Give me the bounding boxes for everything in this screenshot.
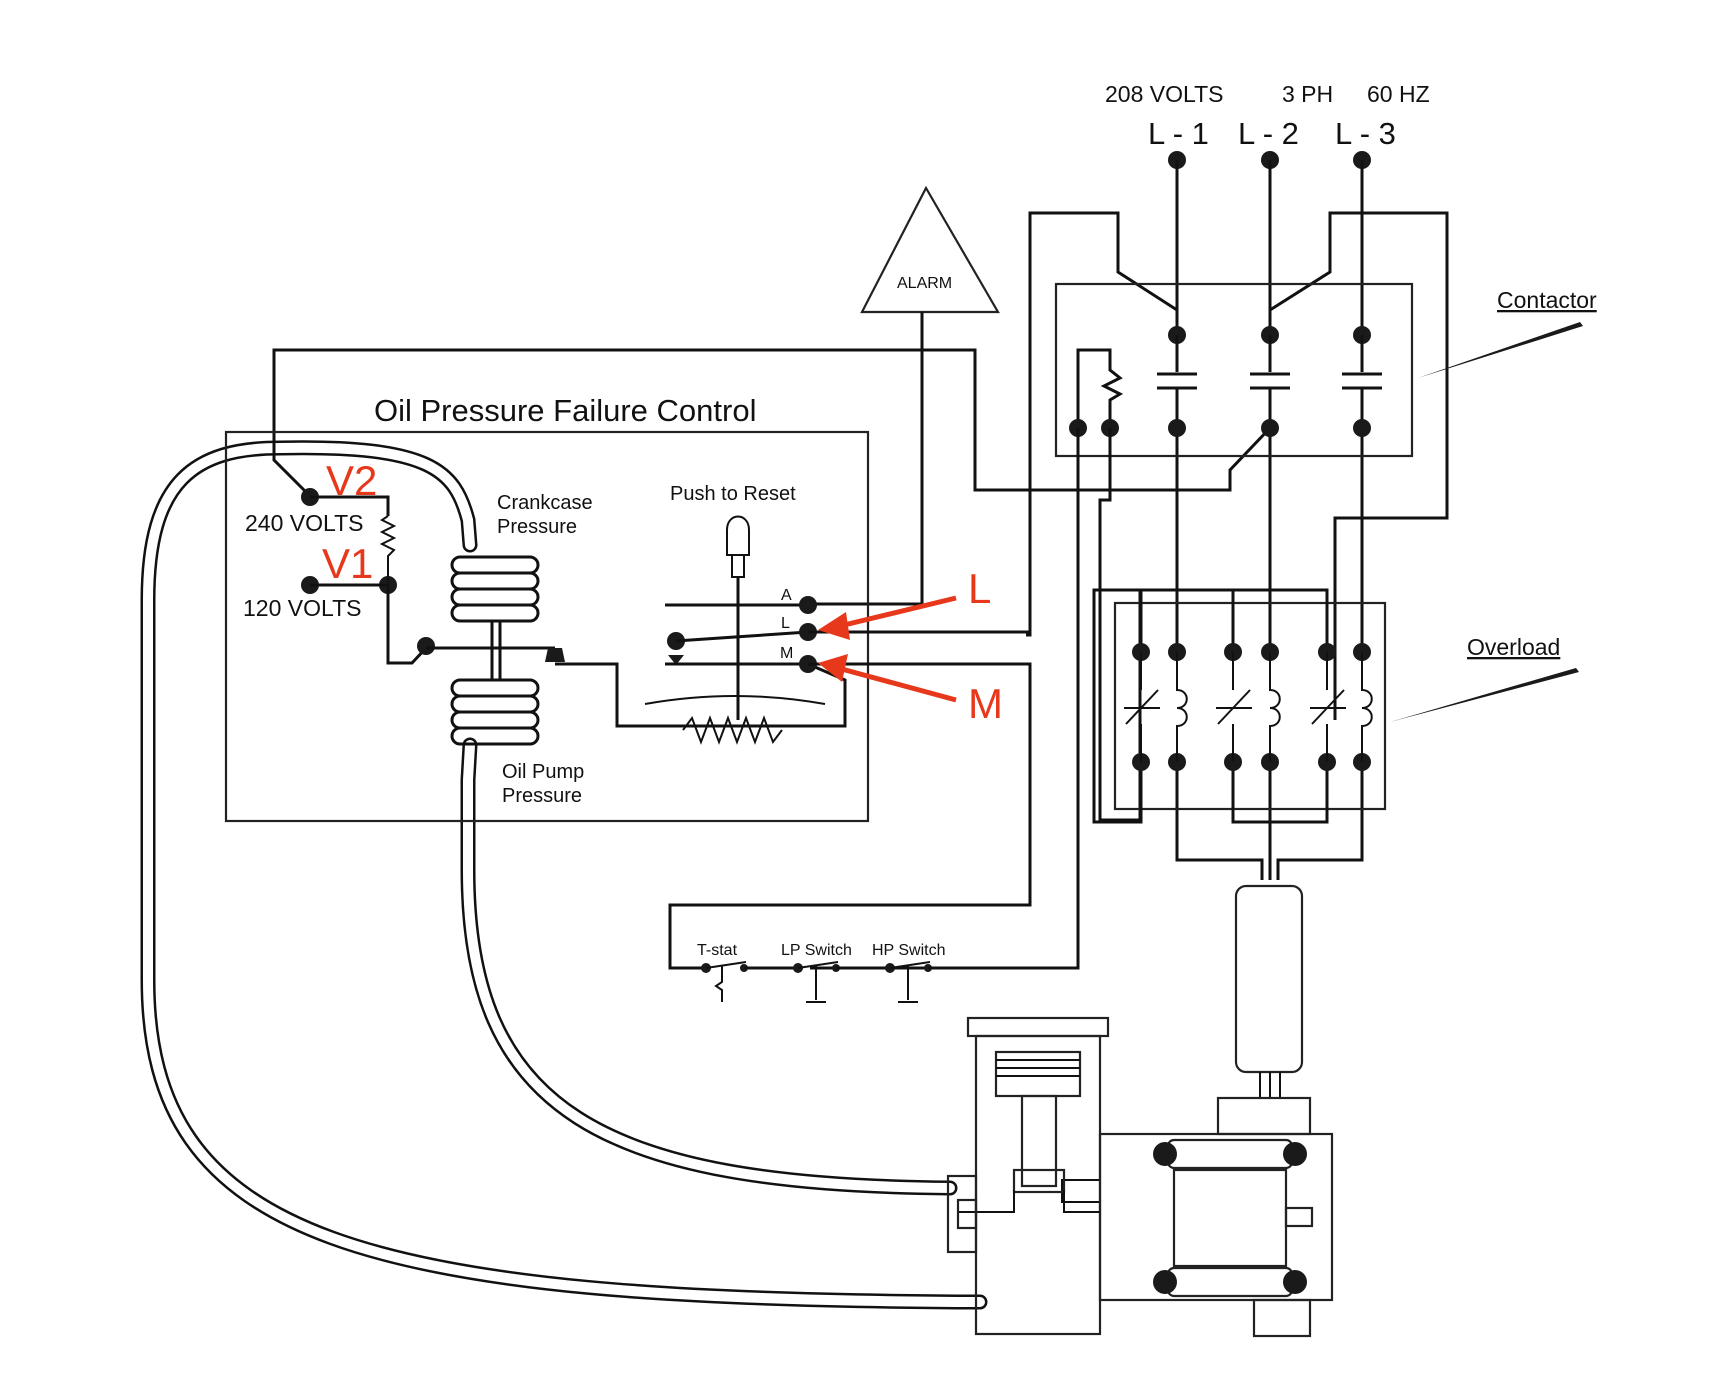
oil-pump-label-1: Oil Pump	[502, 761, 584, 783]
tstat-label: T-stat	[697, 942, 738, 959]
oil-tubes	[140, 440, 988, 1310]
contactor	[810, 282, 1414, 970]
line-label-l2: L - 2	[1238, 116, 1299, 151]
alarm-triangle	[860, 185, 1000, 314]
push-to-reset-label: Push to Reset	[670, 483, 796, 505]
voltage-120-label: 120 VOLTS	[243, 595, 361, 621]
overload-label: Overload	[1467, 634, 1560, 660]
alarm-label: ALARM	[897, 275, 952, 292]
hp-switch-label: HP Switch	[872, 942, 946, 959]
conduit	[1234, 884, 1304, 1074]
control-box	[224, 430, 870, 823]
annotation-v2: V2	[326, 457, 377, 504]
oil-pump-bellows	[450, 678, 540, 746]
arrow-m-line	[837, 665, 957, 703]
voltage-240-label: 240 VOLTS	[245, 510, 363, 536]
terminal-m-label: M	[780, 645, 793, 662]
supply-header: 208 VOLTS 3 PH 60 HZ L - 1 L - 2 L - 3	[1105, 81, 1430, 169]
crankcase-bellows	[450, 555, 540, 680]
crankcase-label-1: Crankcase	[497, 492, 593, 514]
safety-switches: T-stat LP Switch HP Switch	[670, 942, 1078, 1003]
arrow-l-head	[818, 612, 850, 640]
contactor-box	[1054, 282, 1414, 458]
line-label-l3: L - 3	[1335, 116, 1396, 151]
control-title: Oil Pressure Failure Control	[374, 393, 756, 428]
crankcase-label-2: Pressure	[497, 516, 577, 538]
arrow-l-line	[839, 595, 957, 629]
oil-pump-label-2: Pressure	[502, 785, 582, 807]
annotation-m: M	[968, 680, 1003, 727]
cylinder-head	[966, 1016, 1110, 1038]
overload-box	[1113, 601, 1387, 811]
compressor	[946, 884, 1334, 1338]
overload-pointer	[1390, 668, 1579, 722]
arrow-m-head	[818, 654, 848, 682]
supply-voltage: 208 VOLTS	[1105, 81, 1223, 107]
annotations: V2 V1 L M	[322, 457, 1003, 727]
oil-pressure-failure-control: Oil Pressure Failure Control 240 VOLTS 1…	[224, 393, 1032, 970]
contactor-pointer	[1418, 322, 1583, 378]
power-wiring	[272, 160, 1449, 880]
contactor-label: Contactor	[1497, 287, 1597, 313]
supply-phase: 3 PH	[1282, 81, 1333, 107]
supply-frequency: 60 HZ	[1367, 81, 1430, 107]
annotation-l: L	[968, 565, 991, 612]
annotation-v1: V1	[322, 540, 373, 587]
terminal-a-label: A	[781, 587, 792, 604]
line-label-l1: L - 1	[1148, 116, 1209, 151]
lp-switch-label: LP Switch	[781, 942, 852, 959]
terminal-box	[1216, 1096, 1312, 1136]
terminal-l-label: L	[781, 615, 790, 632]
overload	[1092, 588, 1387, 824]
alarm: ALARM	[808, 185, 1000, 606]
reset-button[interactable]	[726, 515, 750, 721]
